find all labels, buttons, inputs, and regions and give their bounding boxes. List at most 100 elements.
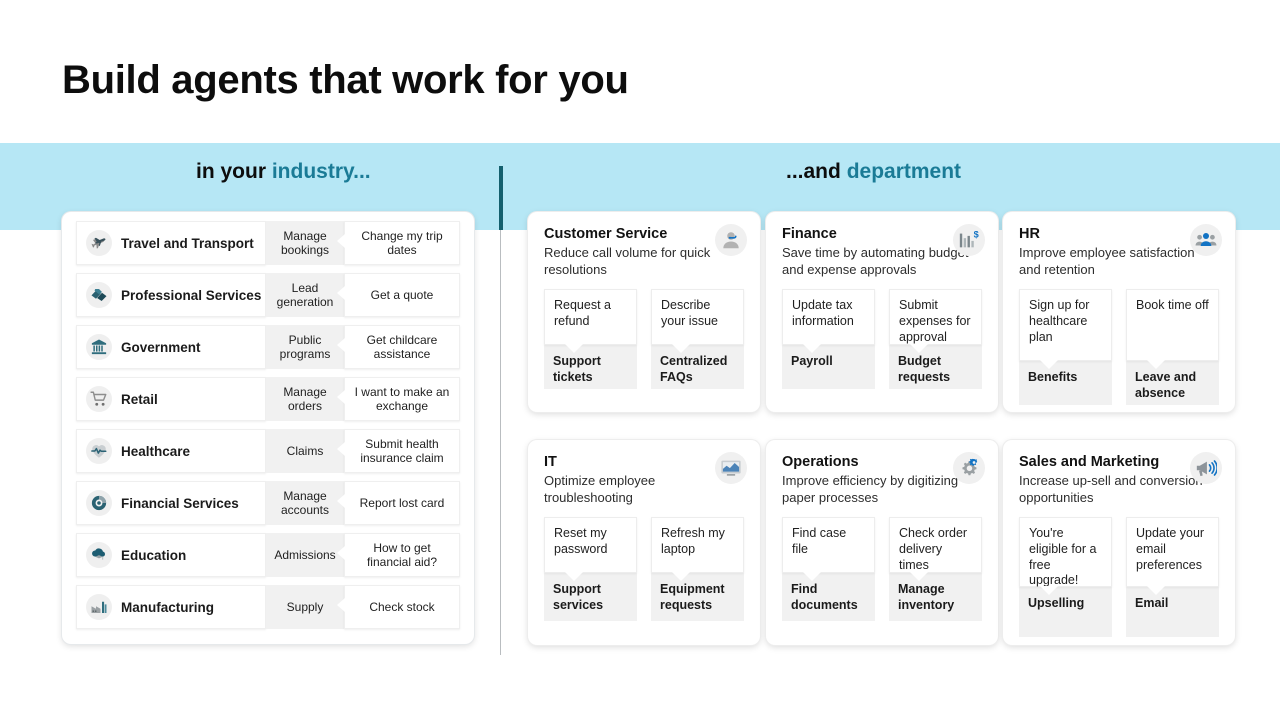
industry-question[interactable]: Check stock [337,585,460,629]
tile-topic[interactable]: Leave and absence [1126,361,1219,406]
industry-name-cell[interactable]: Financial Services [76,481,266,525]
department-card-hr[interactable]: HR Improve employee satisfaction and rete… [1003,212,1235,412]
department-heading-accent: department [846,160,962,183]
handshake-icon [86,282,112,308]
industry-topic[interactable]: Manage orders [266,377,344,421]
industry-name-cell[interactable]: Education [76,533,266,577]
department-subtitle: Save time by automating budget and expen… [782,245,969,277]
industry-question[interactable]: Submit health insurance claim [337,429,460,473]
tile-question[interactable]: Update tax information [782,289,875,354]
industry-topic[interactable]: Supply [266,585,344,629]
tile-topic[interactable]: Payroll [782,345,875,390]
department-subtitle: Increase up-sell and conversion opportun… [1019,473,1203,505]
cart-icon [86,386,112,412]
tile-question[interactable]: Refresh my laptop [651,517,744,582]
vertical-divider-bar [499,166,503,230]
industry-question[interactable]: Change my trip dates [337,221,460,265]
heartbeat-icon [86,438,112,464]
industry-question[interactable]: I want to make an exchange [337,377,460,421]
industry-question[interactable]: Get a quote [337,273,460,317]
industry-topic[interactable]: Admissions [266,533,344,577]
tile-question[interactable]: You're eligible for a free upgrade! [1019,517,1112,596]
tile-question[interactable]: Book time off [1126,289,1219,370]
gears-icon [953,452,985,484]
megaphone-icon [1190,452,1222,484]
tile-topic[interactable]: Manage inventory [889,573,982,622]
tile-topic[interactable]: Upselling [1019,587,1112,638]
department-title: Sales and Marketing [1019,454,1160,470]
department-tiles: You're eligible for a free upgrade!Upsel… [1019,517,1219,638]
tile-topic[interactable]: Support tickets [544,345,637,390]
tile-topic[interactable]: Centralized FAQs [651,345,744,390]
department-title: Finance [782,226,837,242]
industry-topic[interactable]: Lead generation [266,273,344,317]
industry-name-cell[interactable]: Professional Services [76,273,266,317]
department-tile[interactable]: You're eligible for a free upgrade!Upsel… [1019,517,1112,638]
tile-question[interactable]: Update your email preferences [1126,517,1219,596]
tile-topic[interactable]: Equipment requests [651,573,744,622]
tile-question[interactable]: Reset my password [544,517,637,582]
industry-topic[interactable]: Claims [266,429,344,473]
finance-icon [86,490,112,516]
page-title: Build agents that work for you [62,58,629,102]
industry-label: Travel and Transport [121,235,254,251]
industry-name-cell[interactable]: Travel and Transport [76,221,266,265]
tile-question[interactable]: Request a refund [544,289,637,354]
industry-question[interactable]: How to get financial aid? [337,533,460,577]
department-title: Operations [782,454,859,470]
department-subtitle: Reduce call volume for quick resolutions [544,245,711,277]
industry-name-cell[interactable]: Manufacturing [76,585,266,629]
tile-topic[interactable]: Benefits [1019,361,1112,406]
tile-question[interactable]: Find case file [782,517,875,582]
department-title: HR [1019,226,1040,242]
department-subtitle: Improve employee satisfaction and retent… [1019,245,1195,277]
tile-topic[interactable]: Budget requests [889,345,982,390]
industry-name-cell[interactable]: Retail [76,377,266,421]
tile-question[interactable]: Describe your issue [651,289,744,354]
tile-question[interactable]: Check order delivery times [889,517,982,582]
department-heading: ...and department [786,160,961,184]
industry-name-cell[interactable]: Healthcare [76,429,266,473]
industry-name-cell[interactable]: Government [76,325,266,369]
tile-topic[interactable]: Find documents [782,573,875,622]
department-title: Customer Service [544,226,668,242]
tile-question[interactable]: Sign up for healthcare plan [1019,289,1112,370]
department-subtitle: Improve efficiency by digitizing paper p… [782,473,959,505]
factory-icon [86,594,112,620]
tile-topic[interactable]: Email [1126,587,1219,638]
industry-topic[interactable]: Public programs [266,325,344,369]
industry-topic[interactable]: Manage bookings [266,221,344,265]
industry-question[interactable]: Get childcare assistance [337,325,460,369]
monitor-chart-icon [715,452,747,484]
industry-question[interactable]: Report lost card [337,481,460,525]
tile-question[interactable]: Submit expenses for approval [889,289,982,354]
industry-topic[interactable]: Manage accounts [266,481,344,525]
industry-label: Healthcare [121,443,191,459]
industry-label: Education [121,547,187,563]
tile-topic[interactable]: Support services [544,573,637,622]
